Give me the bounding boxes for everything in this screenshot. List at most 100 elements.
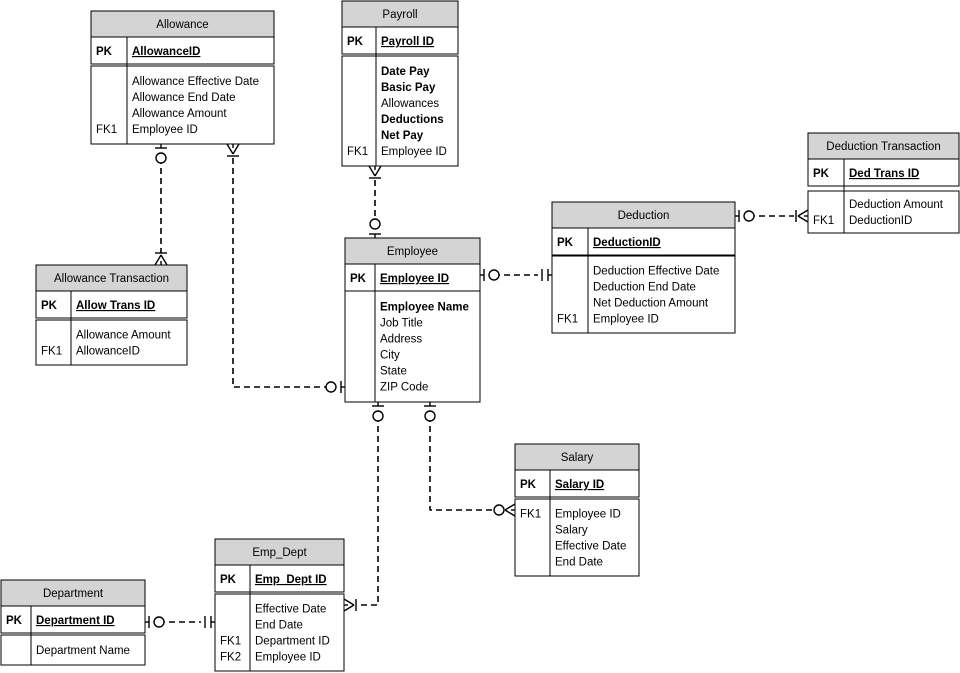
cardinality-one-or-many — [226, 143, 240, 157]
attribute-field: AllowanceID — [76, 346, 140, 358]
relationship-line — [358, 416, 379, 606]
relationship-employee-salary — [424, 402, 516, 517]
pk-field: Employee ID — [380, 273, 449, 285]
crow-leg — [226, 143, 234, 155]
attribute-section — [807, 190, 960, 234]
entity-header — [214, 538, 345, 566]
cardinality-zero-or-one — [372, 402, 384, 422]
circle — [488, 269, 500, 281]
circle — [493, 504, 505, 516]
pk-key-label: PK — [220, 574, 237, 586]
pk-key-label: PK — [6, 615, 23, 627]
cardinality-zero-or-one — [145, 616, 165, 628]
crow-leg — [797, 209, 809, 217]
attribute-field: Deduction End Date — [593, 282, 696, 294]
attribute-section — [35, 319, 188, 366]
fk-key-label: FK1 — [557, 314, 578, 326]
attribute-section — [341, 55, 459, 167]
relationship-line — [429, 416, 499, 511]
pk-key-label: PK — [557, 237, 574, 249]
pk-field: Allow Trans ID — [76, 300, 155, 312]
cardinality-one-or-many — [343, 598, 357, 612]
attribute-field: City — [380, 350, 400, 362]
pk-key-label: PK — [520, 479, 537, 491]
cardinality-one-or-many — [368, 165, 382, 179]
attribute-field: Effective Date — [255, 604, 326, 616]
crow-leg — [368, 165, 376, 177]
pk-key-label: PK — [813, 168, 830, 180]
attribute-field: DeductionID — [849, 215, 912, 227]
entity-title: Employee — [387, 246, 438, 258]
fk-key-label: FK2 — [220, 652, 241, 664]
attribute-field: Deduction Amount — [849, 199, 944, 211]
cardinality-zero-or-one — [369, 218, 381, 238]
fk-key-label: FK1 — [813, 215, 834, 227]
pk-field: Payroll ID — [381, 36, 434, 48]
cardinality-one-or-many — [795, 209, 809, 223]
crow-leg — [343, 604, 355, 612]
relationship-department-emp-dept — [145, 616, 215, 628]
attribute-field: State — [380, 366, 407, 378]
pk-key-label: PK — [96, 46, 113, 58]
entity-title: Allowance — [156, 19, 208, 31]
pk-field: Ded Trans ID — [849, 168, 919, 180]
attribute-section — [514, 498, 640, 577]
entity-title: Deduction — [618, 210, 670, 222]
circle — [155, 152, 167, 164]
crow-leg — [504, 503, 516, 511]
attribute-field: Date Pay — [381, 66, 430, 78]
entity-title: Deduction Transaction — [826, 141, 940, 153]
attribute-field: Employee ID — [555, 509, 621, 521]
entity-title: Emp_Dept — [252, 547, 307, 559]
relationship-employee-deduction — [480, 269, 552, 281]
cardinality-zero-or-one — [424, 402, 436, 422]
crow-leg — [504, 509, 516, 517]
entity-header — [551, 201, 736, 229]
pk-field: DeductionID — [593, 237, 661, 249]
cardinality-zero-or-one — [155, 144, 167, 164]
attribute-field: Deduction Effective Date — [593, 266, 719, 278]
entity-header — [35, 264, 188, 292]
pk-row — [341, 26, 459, 55]
attribute-field: Employee ID — [381, 146, 447, 158]
relationship-payroll-employee — [368, 165, 382, 238]
attribute-field: ZIP Code — [380, 382, 428, 394]
relationship-deduction-deduction-transaction — [735, 209, 809, 223]
circle — [325, 381, 337, 393]
cardinality-exactly-one — [204, 616, 215, 628]
crow-leg — [154, 254, 162, 266]
relationship-employee-emp-dept — [343, 402, 384, 612]
cardinality-zero-or-one — [325, 381, 345, 393]
attribute-field: Net Pay — [381, 130, 424, 142]
pk-row — [807, 158, 960, 187]
circle — [369, 218, 381, 230]
attribute-field: Employee Name — [380, 302, 469, 314]
crow-leg — [374, 165, 382, 177]
fk-key-label: FK1 — [41, 346, 62, 358]
attribute-section — [551, 255, 736, 334]
relationship-allowance-allowance-transaction — [154, 144, 168, 266]
attribute-field: Employee ID — [255, 652, 321, 664]
relationship-lines — [145, 143, 809, 628]
entity-header — [0, 579, 146, 607]
attribute-field: Department Name — [36, 645, 130, 657]
cardinality-one-or-many — [154, 252, 168, 266]
pk-row — [35, 290, 188, 319]
attribute-field: End Date — [255, 620, 303, 632]
pk-field: AllowanceID — [132, 46, 200, 58]
attribute-field: Allowance Amount — [76, 330, 171, 342]
attribute-field: Net Deduction Amount — [593, 298, 709, 310]
pk-field: Emp_Dept ID — [255, 574, 327, 586]
relationship-line — [232, 158, 330, 388]
pk-field: Department ID — [36, 615, 115, 627]
attribute-field: Basic Pay — [381, 82, 436, 94]
attribute-field: Allowances — [381, 98, 439, 110]
